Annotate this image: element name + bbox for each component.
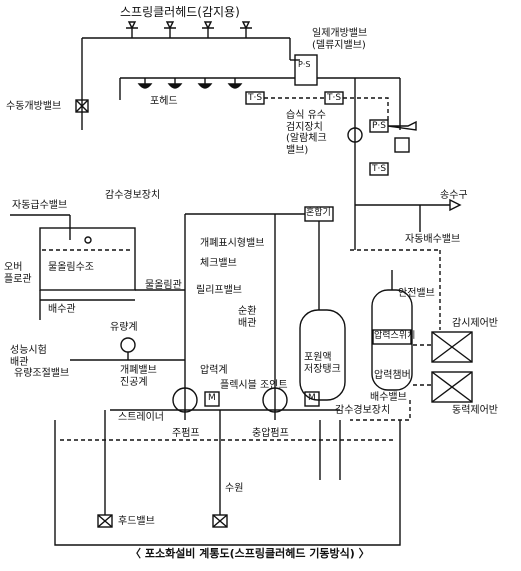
- monitoring-panel-box: [431, 331, 473, 363]
- label-jockey-pump: 충압펌프: [252, 428, 289, 439]
- label-fire-dept-connection: 송수구: [440, 190, 468, 201]
- sensing-sprinkler-heads: [126, 21, 252, 38]
- label-flow-control-valve: 유량조절밸브: [14, 368, 70, 379]
- label-open-indicator-valve: 개폐표시형밸브: [200, 238, 265, 249]
- label-deluge-valve: 일제개방밸브 (델류지밸브): [312, 28, 368, 51]
- label-pressure-chamber: 압력챔버: [374, 370, 411, 381]
- manual-open-valve: [75, 99, 89, 113]
- jockey-pump-motor-tag: M: [308, 393, 316, 403]
- label-pressure-gauge: 압력계: [200, 365, 228, 376]
- label-foam-storage-tank: 포원액 저장탱크: [304, 352, 341, 375]
- label-safety-valve: 안전밸브: [398, 288, 435, 299]
- label-drain-pipe: 배수관: [48, 304, 76, 315]
- ts-tag-2: T·S: [327, 93, 342, 103]
- label-strainer: 스트레이너: [118, 412, 164, 423]
- label-relief-valve: 릴리프밸브: [196, 285, 242, 296]
- main-pump-symbol: [172, 387, 198, 413]
- power-panel-box: [431, 371, 473, 403]
- ts-tag-3: T·S: [372, 164, 387, 174]
- label-check-valve: 체크밸브: [200, 258, 237, 269]
- label-main-pump: 주펌프: [172, 428, 200, 439]
- label-low-water-alarm-2: 감수경보장치: [335, 405, 391, 416]
- foam-storage-tank: [299, 309, 346, 401]
- jockey-pump-motor: [304, 391, 320, 407]
- label-drain-valve: 배수밸브: [370, 392, 407, 403]
- label-circulation-pipe: 순환 배관: [238, 306, 257, 329]
- foot-valve-2: [212, 514, 228, 528]
- deluge-ps-tag: P·S: [298, 60, 311, 69]
- label-sensing-sprinkler-head: 스프링클러헤드(감지용): [120, 5, 240, 19]
- label-auto-drain-valve: 자동배수밸브: [405, 234, 461, 245]
- water-source-tank: [54, 420, 401, 546]
- label-priming-tank: 물올림수조: [48, 262, 94, 273]
- label-manual-open-valve: 수동개방밸브: [6, 101, 62, 112]
- ps-tag-alarm: P·S: [372, 121, 387, 131]
- main-pump-motor: [204, 391, 220, 407]
- ts-tag-1: T·S: [248, 93, 263, 103]
- label-flexible-joint: 플렉시블 조인트: [220, 380, 288, 391]
- alarm-check-valve-symbol: [347, 127, 363, 143]
- diagram-caption: 〈 포소화설비 계통도(스프링클러헤드 기동방식) 〉: [130, 547, 370, 560]
- label-power-panel: 동력제어반: [452, 405, 498, 416]
- deluge-valve-body: [294, 54, 318, 86]
- label-low-water-alarm: 감수경보장치: [105, 190, 161, 201]
- label-pressure-switch: 압력스위치: [374, 331, 416, 341]
- foot-valve-1: [97, 514, 113, 528]
- label-foot-valve: 후드밸브: [118, 516, 155, 527]
- label-monitoring-panel: 감시제어반: [452, 318, 498, 329]
- label-priming-pipe: 물올림관: [145, 280, 182, 291]
- label-foam-head: 포헤드: [150, 96, 178, 107]
- foam-heads: [137, 78, 243, 89]
- label-open-close-valve-vacuum-gauge: 개폐밸브 진공계: [120, 365, 157, 388]
- label-alarm-check-valve: 습식 유수 검지장치 (알람체크 밸브): [286, 110, 327, 156]
- priming-tank: [39, 227, 136, 291]
- label-flow-meter: 유량계: [110, 322, 138, 333]
- label-overflow-pipe: 오버 플로관: [4, 262, 32, 285]
- label-water-source: 수원: [225, 483, 244, 494]
- label-auto-water-supply-valve: 자동급수밸브: [12, 200, 68, 211]
- jockey-pump-symbol: [262, 387, 288, 413]
- label-performance-test-pipe: 성능시험 배관: [10, 345, 47, 368]
- label-mixer: 혼합기: [306, 208, 331, 218]
- flow-meter-symbol: [120, 337, 136, 353]
- main-pump-motor-tag: M: [208, 393, 216, 403]
